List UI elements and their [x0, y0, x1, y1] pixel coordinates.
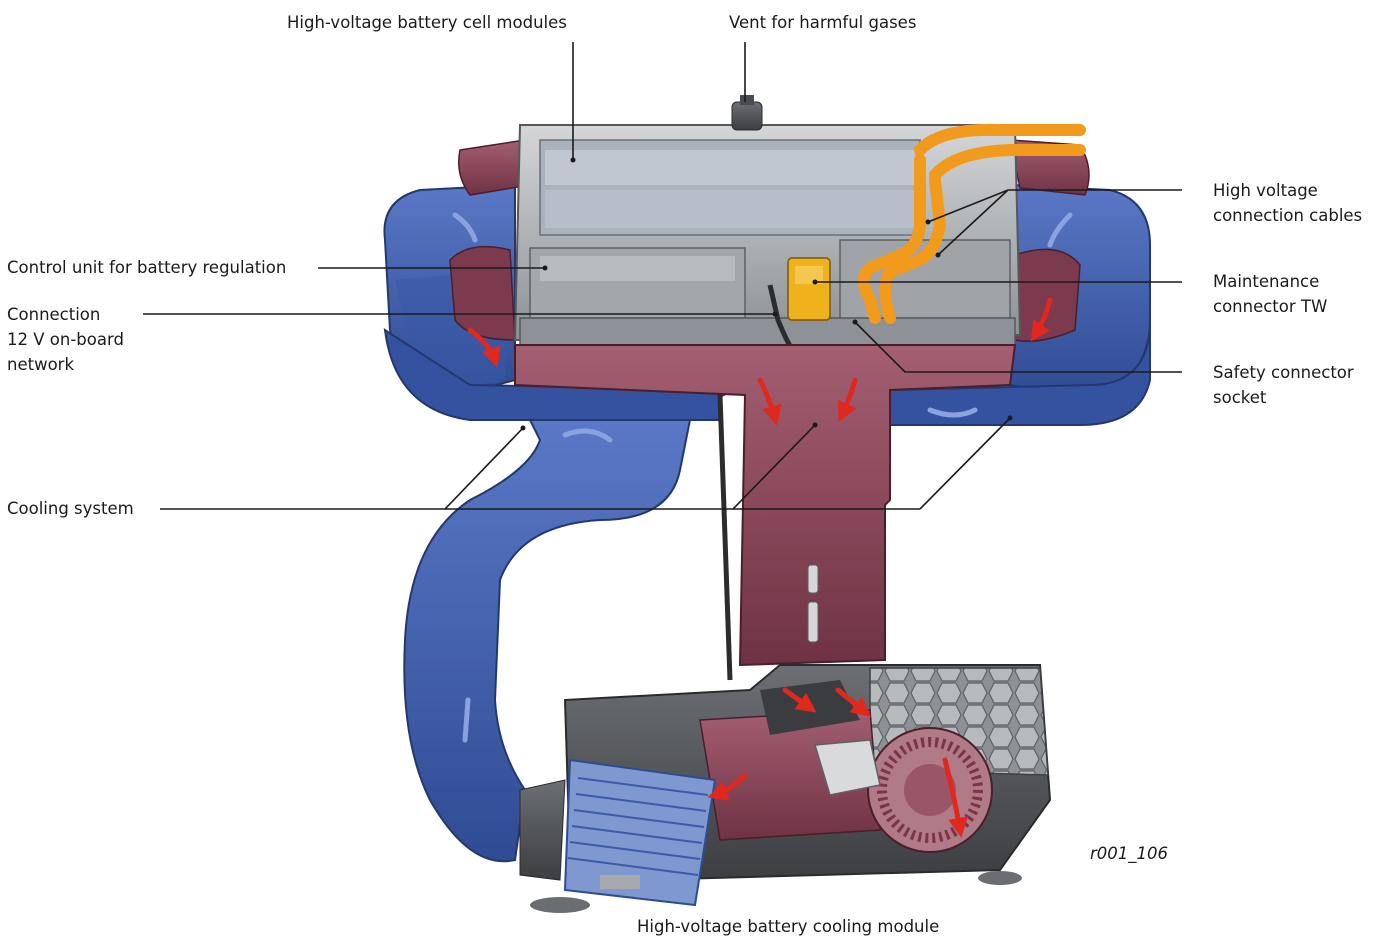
duct-flow-arrows — [452, 212, 1073, 743]
leader-safety — [854, 321, 1182, 373]
control-unit-box — [529, 247, 746, 319]
leader-cooling-right — [919, 417, 1011, 510]
label-vent: Vent for harmful gases — [729, 13, 917, 32]
label-connection-12v: Connection 12 V on-board network — [7, 305, 124, 374]
electronic-module — [814, 739, 881, 796]
blower-fan — [867, 727, 993, 853]
support-feet — [530, 871, 1022, 913]
leader-hv-cables-2 — [937, 189, 1009, 256]
label-safety: Safety connector socket — [1213, 363, 1354, 407]
hv-connection-cables — [858, 123, 1086, 324]
figure-id: r001_106 — [1090, 844, 1169, 863]
leader-lines — [143, 42, 1182, 510]
label-maintenance: Maintenance connector TW — [1213, 272, 1328, 316]
label-cooling: Cooling system — [7, 499, 134, 518]
label-control-unit: Control unit for battery regulation — [7, 258, 287, 277]
vent-icon — [731, 95, 763, 131]
airflow-arrows — [467, 297, 1053, 838]
maintenance-connector — [787, 257, 831, 321]
leader-cooling-mid — [732, 424, 816, 510]
housing-tray — [519, 317, 1016, 349]
figure-caption: High-voltage battery cooling module — [637, 917, 940, 936]
leader-dots — [520, 157, 1013, 431]
leader-cooling-left — [444, 427, 524, 510]
label-hv-cables: High voltage connection cables — [1213, 181, 1363, 225]
heat-exchanger — [563, 758, 717, 907]
battery-cell-modules — [539, 139, 921, 236]
left-s-duct — [403, 419, 692, 881]
label-cell-modules: High-voltage battery cell modules — [287, 13, 567, 32]
